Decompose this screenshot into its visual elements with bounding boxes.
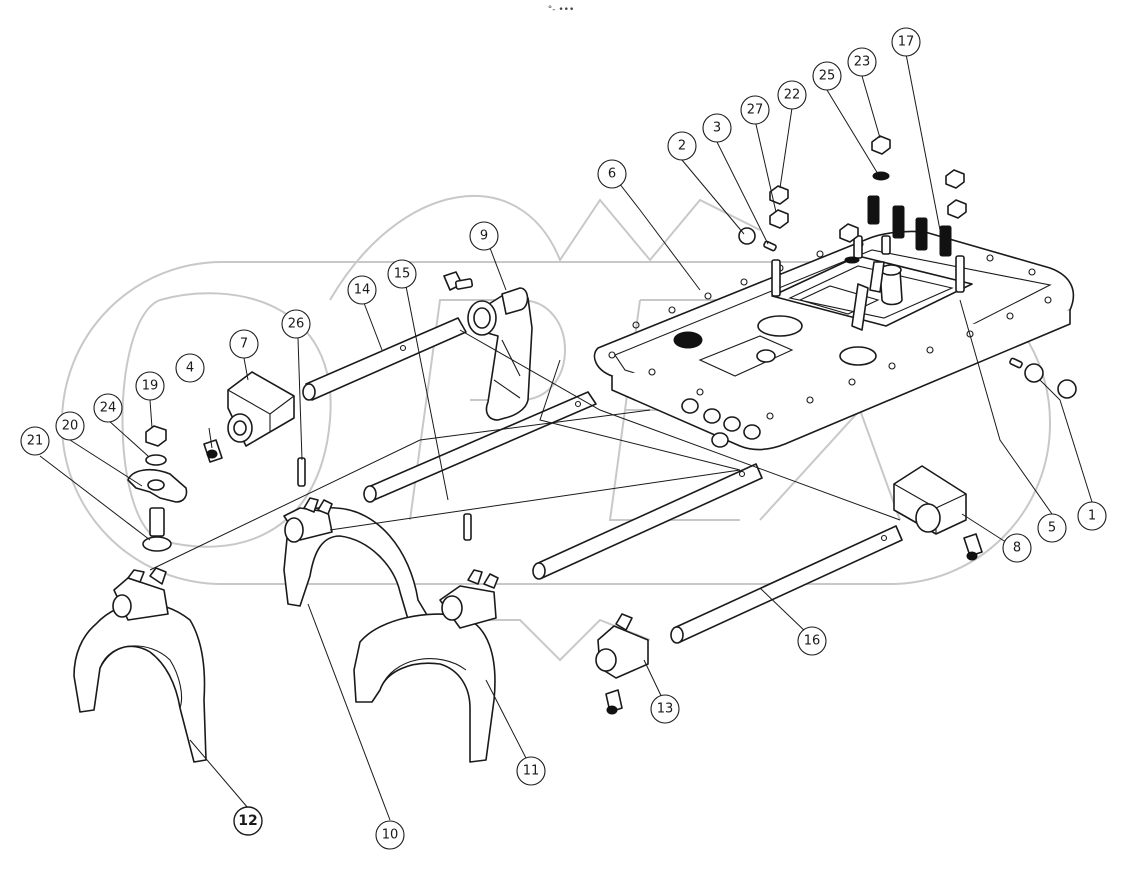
callout-22: 22	[777, 80, 807, 110]
svg-text:27: 27	[747, 103, 764, 118]
shift-rods	[302, 317, 903, 644]
callout-3: 3	[702, 113, 732, 143]
svg-text:15: 15	[394, 267, 411, 282]
bracket-assembly	[127, 425, 188, 552]
svg-text:7: 7	[240, 337, 248, 352]
svg-text:3: 3	[713, 121, 721, 136]
svg-text:14: 14	[354, 283, 371, 298]
svg-text:6: 6	[608, 167, 616, 182]
callout-25: 25	[812, 61, 842, 91]
svg-text:16: 16	[804, 634, 821, 649]
selector-13	[595, 613, 649, 715]
callout-5: 5	[1037, 513, 1067, 543]
svg-text:11: 11	[523, 764, 540, 779]
callout-20: 20	[55, 411, 85, 441]
svg-text:8: 8	[1013, 541, 1021, 556]
callout-19: 19	[135, 371, 165, 401]
svg-text:1: 1	[1088, 509, 1096, 524]
callout-4: 4	[175, 353, 205, 383]
pins	[297, 457, 472, 541]
svg-text:19: 19	[142, 379, 159, 394]
svg-text:17: 17	[898, 35, 915, 50]
fork-10	[283, 497, 431, 627]
callout-14: 14	[347, 275, 377, 305]
svg-text:20: 20	[62, 419, 79, 434]
callout-23: 23	[847, 47, 877, 77]
fork-12	[73, 567, 207, 763]
svg-text:26: 26	[288, 317, 305, 332]
callout-26: 26	[281, 309, 311, 339]
callout-6: 6	[597, 159, 627, 189]
callout-7: 7	[229, 329, 259, 359]
callout-13: 13	[650, 694, 680, 724]
svg-text:22: 22	[784, 88, 801, 103]
studs-and-nuts	[738, 135, 1077, 399]
svg-text:10: 10	[382, 828, 399, 843]
leader-lines	[39, 53, 1093, 821]
callout-9: 9	[469, 221, 499, 251]
svg-text:5: 5	[1048, 521, 1056, 536]
svg-text:23: 23	[854, 55, 871, 70]
selector-8	[893, 465, 983, 561]
svg-text:13: 13	[657, 702, 674, 717]
callout-17: 17	[891, 27, 921, 57]
callout-10: 10	[375, 820, 405, 850]
svg-text:9: 9	[480, 229, 488, 244]
callout-15: 15	[387, 259, 417, 289]
svg-text:2: 2	[678, 139, 686, 154]
shift-lever	[443, 271, 533, 421]
svg-text:21: 21	[27, 434, 44, 449]
callout-16: 16	[797, 626, 827, 656]
svg-text:24: 24	[100, 401, 117, 416]
callout-11: 11	[516, 756, 546, 786]
callout-24: 24	[93, 393, 123, 423]
callout-12: 12	[233, 806, 263, 836]
callout-8: 8	[1002, 533, 1032, 563]
fork-11	[353, 569, 499, 763]
svg-text:25: 25	[819, 69, 836, 84]
cover-plate	[593, 230, 1075, 451]
header-mark: °- •••	[548, 5, 575, 15]
callout-27: 27	[740, 95, 770, 125]
svg-text:12: 12	[238, 813, 257, 829]
callout-1: 1	[1077, 501, 1107, 531]
svg-text:4: 4	[186, 361, 194, 376]
interlock-block	[203, 371, 295, 463]
callout-21: 21	[20, 426, 50, 456]
callout-2: 2	[667, 131, 697, 161]
